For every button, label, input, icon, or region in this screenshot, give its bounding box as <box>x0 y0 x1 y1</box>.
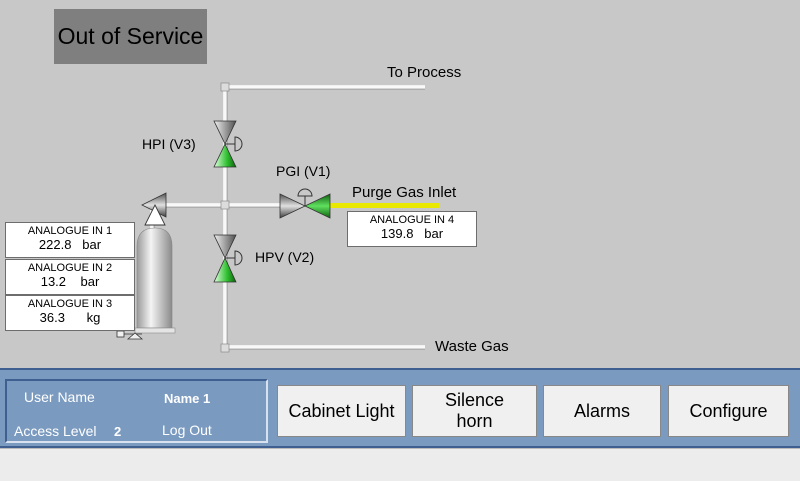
access-level-label: Access Level <box>14 423 97 439</box>
cabinet-light-button[interactable]: Cabinet Light <box>277 385 406 437</box>
process-diagram <box>116 82 440 353</box>
control-bar: User Name Name 1 Access Level 2 Log Out … <box>0 368 800 448</box>
analogue-value: 36.3 <box>39 310 65 325</box>
logout-button[interactable]: Log Out <box>162 422 212 438</box>
waste-gas-label: Waste Gas <box>435 338 509 355</box>
user-name-value: Name 1 <box>164 391 211 406</box>
pgi-valve-label: PGI (V1) <box>276 163 331 179</box>
hpi-valve-icon[interactable] <box>213 120 243 168</box>
user-panel: User Name Name 1 Access Level 2 Log Out <box>5 379 268 443</box>
analogue-value: 139.8 <box>380 226 414 241</box>
access-level-value: 2 <box>114 424 122 439</box>
analogue-in-4-readout: ANALOGUE IN 4 139.8 bar <box>347 211 477 247</box>
analogue-title: ANALOGUE IN 3 <box>27 298 113 310</box>
analogue-in-3-readout: ANALOGUE IN 3 36.3 kg <box>5 295 135 331</box>
analogue-title: ANALOGUE IN 1 <box>27 225 113 237</box>
analogue-unit: bar <box>82 237 102 252</box>
configure-button[interactable]: Configure <box>668 385 789 437</box>
analogue-in-2-readout: ANALOGUE IN 2 13.2 bar <box>5 259 135 295</box>
cylinder-valve-icon[interactable] <box>141 192 167 226</box>
purge-gas-inlet-label: Purge Gas Inlet <box>352 184 457 201</box>
analogue-unit: bar <box>80 274 100 289</box>
to-process-label: To Process <box>387 64 462 81</box>
gas-cylinder-icon <box>116 227 176 340</box>
status-footer <box>0 448 800 481</box>
hpv-valve-label: HPV (V2) <box>255 249 315 265</box>
analogue-title: ANALOGUE IN 4 <box>369 214 455 226</box>
analogue-unit: kg <box>86 310 101 325</box>
analogue-unit: bar <box>424 226 444 241</box>
analogue-value: 222.8 <box>38 237 72 252</box>
hpi-valve-label: HPI (V3) <box>142 136 196 152</box>
pgi-valve-icon[interactable] <box>279 188 331 219</box>
user-name-label: User Name <box>24 389 95 405</box>
silence-horn-button[interactable]: Silence horn <box>412 385 537 437</box>
analogue-value: 13.2 <box>40 274 67 289</box>
alarms-button[interactable]: Alarms <box>543 385 661 437</box>
analogue-title: ANALOGUE IN 2 <box>27 262 113 274</box>
status-indicator: Out of Service <box>54 9 207 64</box>
hpv-valve-icon[interactable] <box>213 234 243 283</box>
purge-gas-line <box>330 203 440 208</box>
analogue-in-1-readout: ANALOGUE IN 1 222.8 bar <box>5 222 135 258</box>
